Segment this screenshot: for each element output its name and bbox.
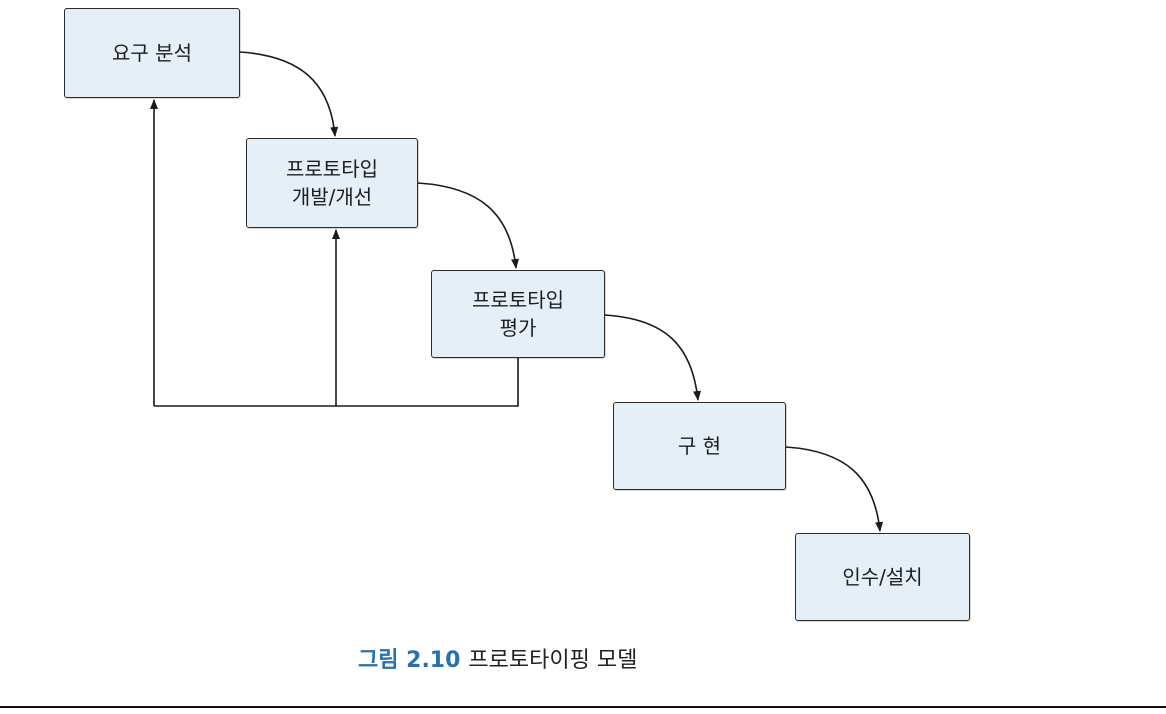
node-label: 구 현 (677, 434, 722, 458)
figure-number: 그림 2.10 (358, 648, 461, 673)
node-label: 평가 (499, 316, 537, 340)
node-label: 개발/개선 (291, 185, 373, 209)
node-acceptance-installation: 인수/설치 (795, 533, 970, 621)
feedback-line (154, 358, 519, 407)
node-label: 요구 분석 (112, 41, 192, 65)
figure-caption: 그림 2.10 프로토타이핑 모델 (358, 642, 637, 674)
node-label: 프로토타입 (286, 157, 378, 181)
arrow-build-to-eval (417, 182, 519, 269)
figure-title: 프로토타이핑 모델 (468, 648, 638, 673)
arrow-implementation-to-acceptance (785, 446, 883, 532)
node-prototype-development: 프로토타입 개발/개선 (246, 138, 418, 228)
bottom-rule (0, 706, 1166, 708)
node-label: 프로토타입 (472, 288, 564, 312)
node-prototype-evaluation: 프로토타입 평가 (431, 270, 605, 358)
arrow-requirements-to-build (239, 51, 339, 137)
node-requirements-analysis: 요구 분석 (64, 8, 240, 98)
node-implementation: 구 현 (613, 402, 786, 490)
arrow-eval-to-implementation (604, 314, 701, 401)
node-label: 인수/설치 (842, 565, 923, 589)
